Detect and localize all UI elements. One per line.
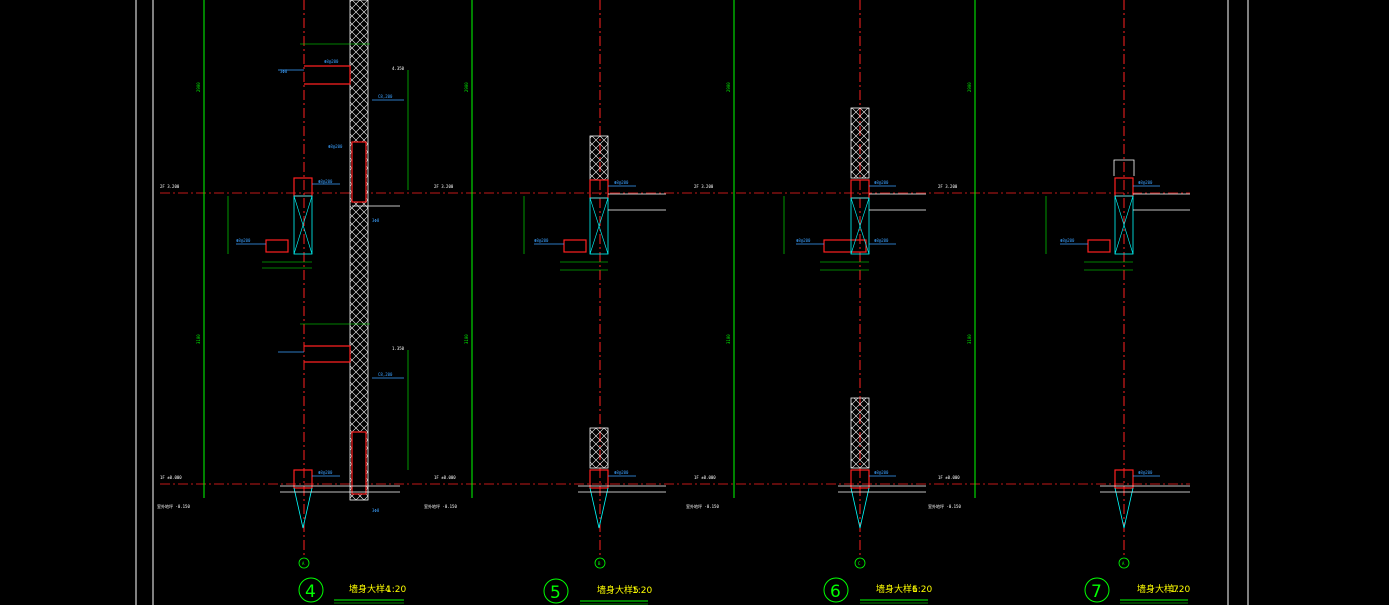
detail-5-grid-axis: B [598,561,601,566]
detail-6-dim-upper: 2900 [726,82,731,92]
svg-text:Φ8@200: Φ8@200 [874,470,889,475]
detail-5-number: 5 [550,583,561,603]
svg-text:Φ8@200: Φ8@200 [796,238,811,243]
svg-text:C8,200: C8,200 [378,94,393,99]
detail-5-level-floor2: 2F 3.200 [434,184,454,189]
svg-text:Φ8@200: Φ8@200 [236,238,251,243]
svg-text:3Φ8: 3Φ8 [372,218,380,223]
detail-7-level-floor1: 1F ±0.000 [938,475,960,480]
svg-text:Φ8@200: Φ8@200 [874,180,889,185]
svg-text:Φ8@200: Φ8@200 [324,59,339,64]
detail-7-scale: 1:20 [1170,585,1190,595]
detail-5-dim-upper: 2900 [464,82,469,92]
detail-6: Φ8@200 Φ8@200 Φ8@200 Φ8@200 2900 3100 2F… [686,0,932,604]
svg-text:C8,200: C8,200 [378,372,393,377]
detail-4-grid-bubble [298,557,310,569]
detail-6-grid-bubble [854,557,866,569]
detail-7-dim-upper: 2900 [967,82,972,92]
svg-text:Φ8@200: Φ8@200 [1138,180,1153,185]
detail-5: Φ8@200 Φ8@200 Φ8@200 2900 3100 2F 3.200 … [424,0,666,605]
detail-4-grid-axis: A [302,561,305,566]
svg-text:Φ8@200: Φ8@200 [534,238,549,243]
detail-6-dim-lower: 3100 [726,334,731,344]
svg-text:Φ8@200: Φ8@200 [1060,238,1075,243]
detail-6-number-circle [823,577,849,603]
detail-4-title: 墙身大样4 [349,583,391,595]
detail-7-level-floor2: 2F 3.200 [938,184,958,189]
detail-6-grid-axis: C [858,561,861,566]
detail-7-number-circle [1084,577,1110,603]
svg-text:Φ8@200: Φ8@200 [874,238,889,243]
detail-5-grid-bubble [594,557,606,569]
detail-5-dim-lower: 3100 [464,334,469,344]
detail-7-grid-bubble [1118,557,1130,569]
detail-7-grid-axis: A [1122,561,1125,566]
detail-6-title: 墙身大样6 [876,583,918,595]
detail-4-dim-lower: 3100 [196,334,201,344]
svg-text:Φ8@200: Φ8@200 [328,144,343,149]
detail-4-level-ground: 室外地坪 -0.150 [157,503,190,509]
detail-5-scale: 1:20 [632,586,652,596]
sheet-frame [135,0,1249,605]
detail-4-level-mid: 1.350 [392,346,405,351]
detail-7-dim-lower: 3100 [967,334,972,344]
detail-6-level-ground: 室外地坪 -0.150 [686,503,719,509]
svg-text:Φ8@200: Φ8@200 [1138,470,1153,475]
detail-7-title: 墙身大样7 [1137,583,1179,595]
svg-text:3Φ8: 3Φ8 [280,69,288,74]
svg-text:Φ8@200: Φ8@200 [318,179,333,184]
svg-text:Φ8@200: Φ8@200 [318,470,333,475]
detail-4-level-floor1: 1F ±0.000 [160,475,182,480]
detail-7-number: 7 [1091,582,1102,602]
detail-6-scale: 1:20 [912,585,932,595]
detail-7: Φ8@200 Φ8@200 Φ8@200 2900 3100 2F 3.200 … [928,0,1190,604]
detail-5-level-ground: 室外地坪 -0.150 [424,503,457,509]
detail-7-level-ground: 室外地坪 -0.150 [928,503,961,509]
detail-4-level-floor2: 2F 3.200 [160,184,180,189]
detail-6-level-floor2: 2F 3.200 [694,184,714,189]
detail-5-title: 墙身大样5 [597,584,639,596]
detail-4: Φ8@200 3Φ8 Φ8@200 Φ8@200 Φ8@200 Φ8@200 C… [157,0,409,604]
svg-text:Φ8@200: Φ8@200 [614,470,629,475]
detail-4-number-circle [298,577,324,603]
detail-4-dim-upper: 2900 [196,82,201,92]
detail-4-level-roof: 4.350 [392,66,405,71]
detail-6-level-floor1: 1F ±0.000 [694,475,716,480]
detail-4-scale: 1:20 [386,585,406,595]
detail-6-number: 6 [830,582,841,602]
svg-text:3Φ8: 3Φ8 [372,508,380,513]
level-lines [160,192,1190,485]
detail-4-number: 4 [305,582,316,602]
detail-5-number-circle [543,578,569,604]
svg-text:Φ8@200: Φ8@200 [614,180,629,185]
detail-5-level-floor1: 1F ±0.000 [434,475,456,480]
